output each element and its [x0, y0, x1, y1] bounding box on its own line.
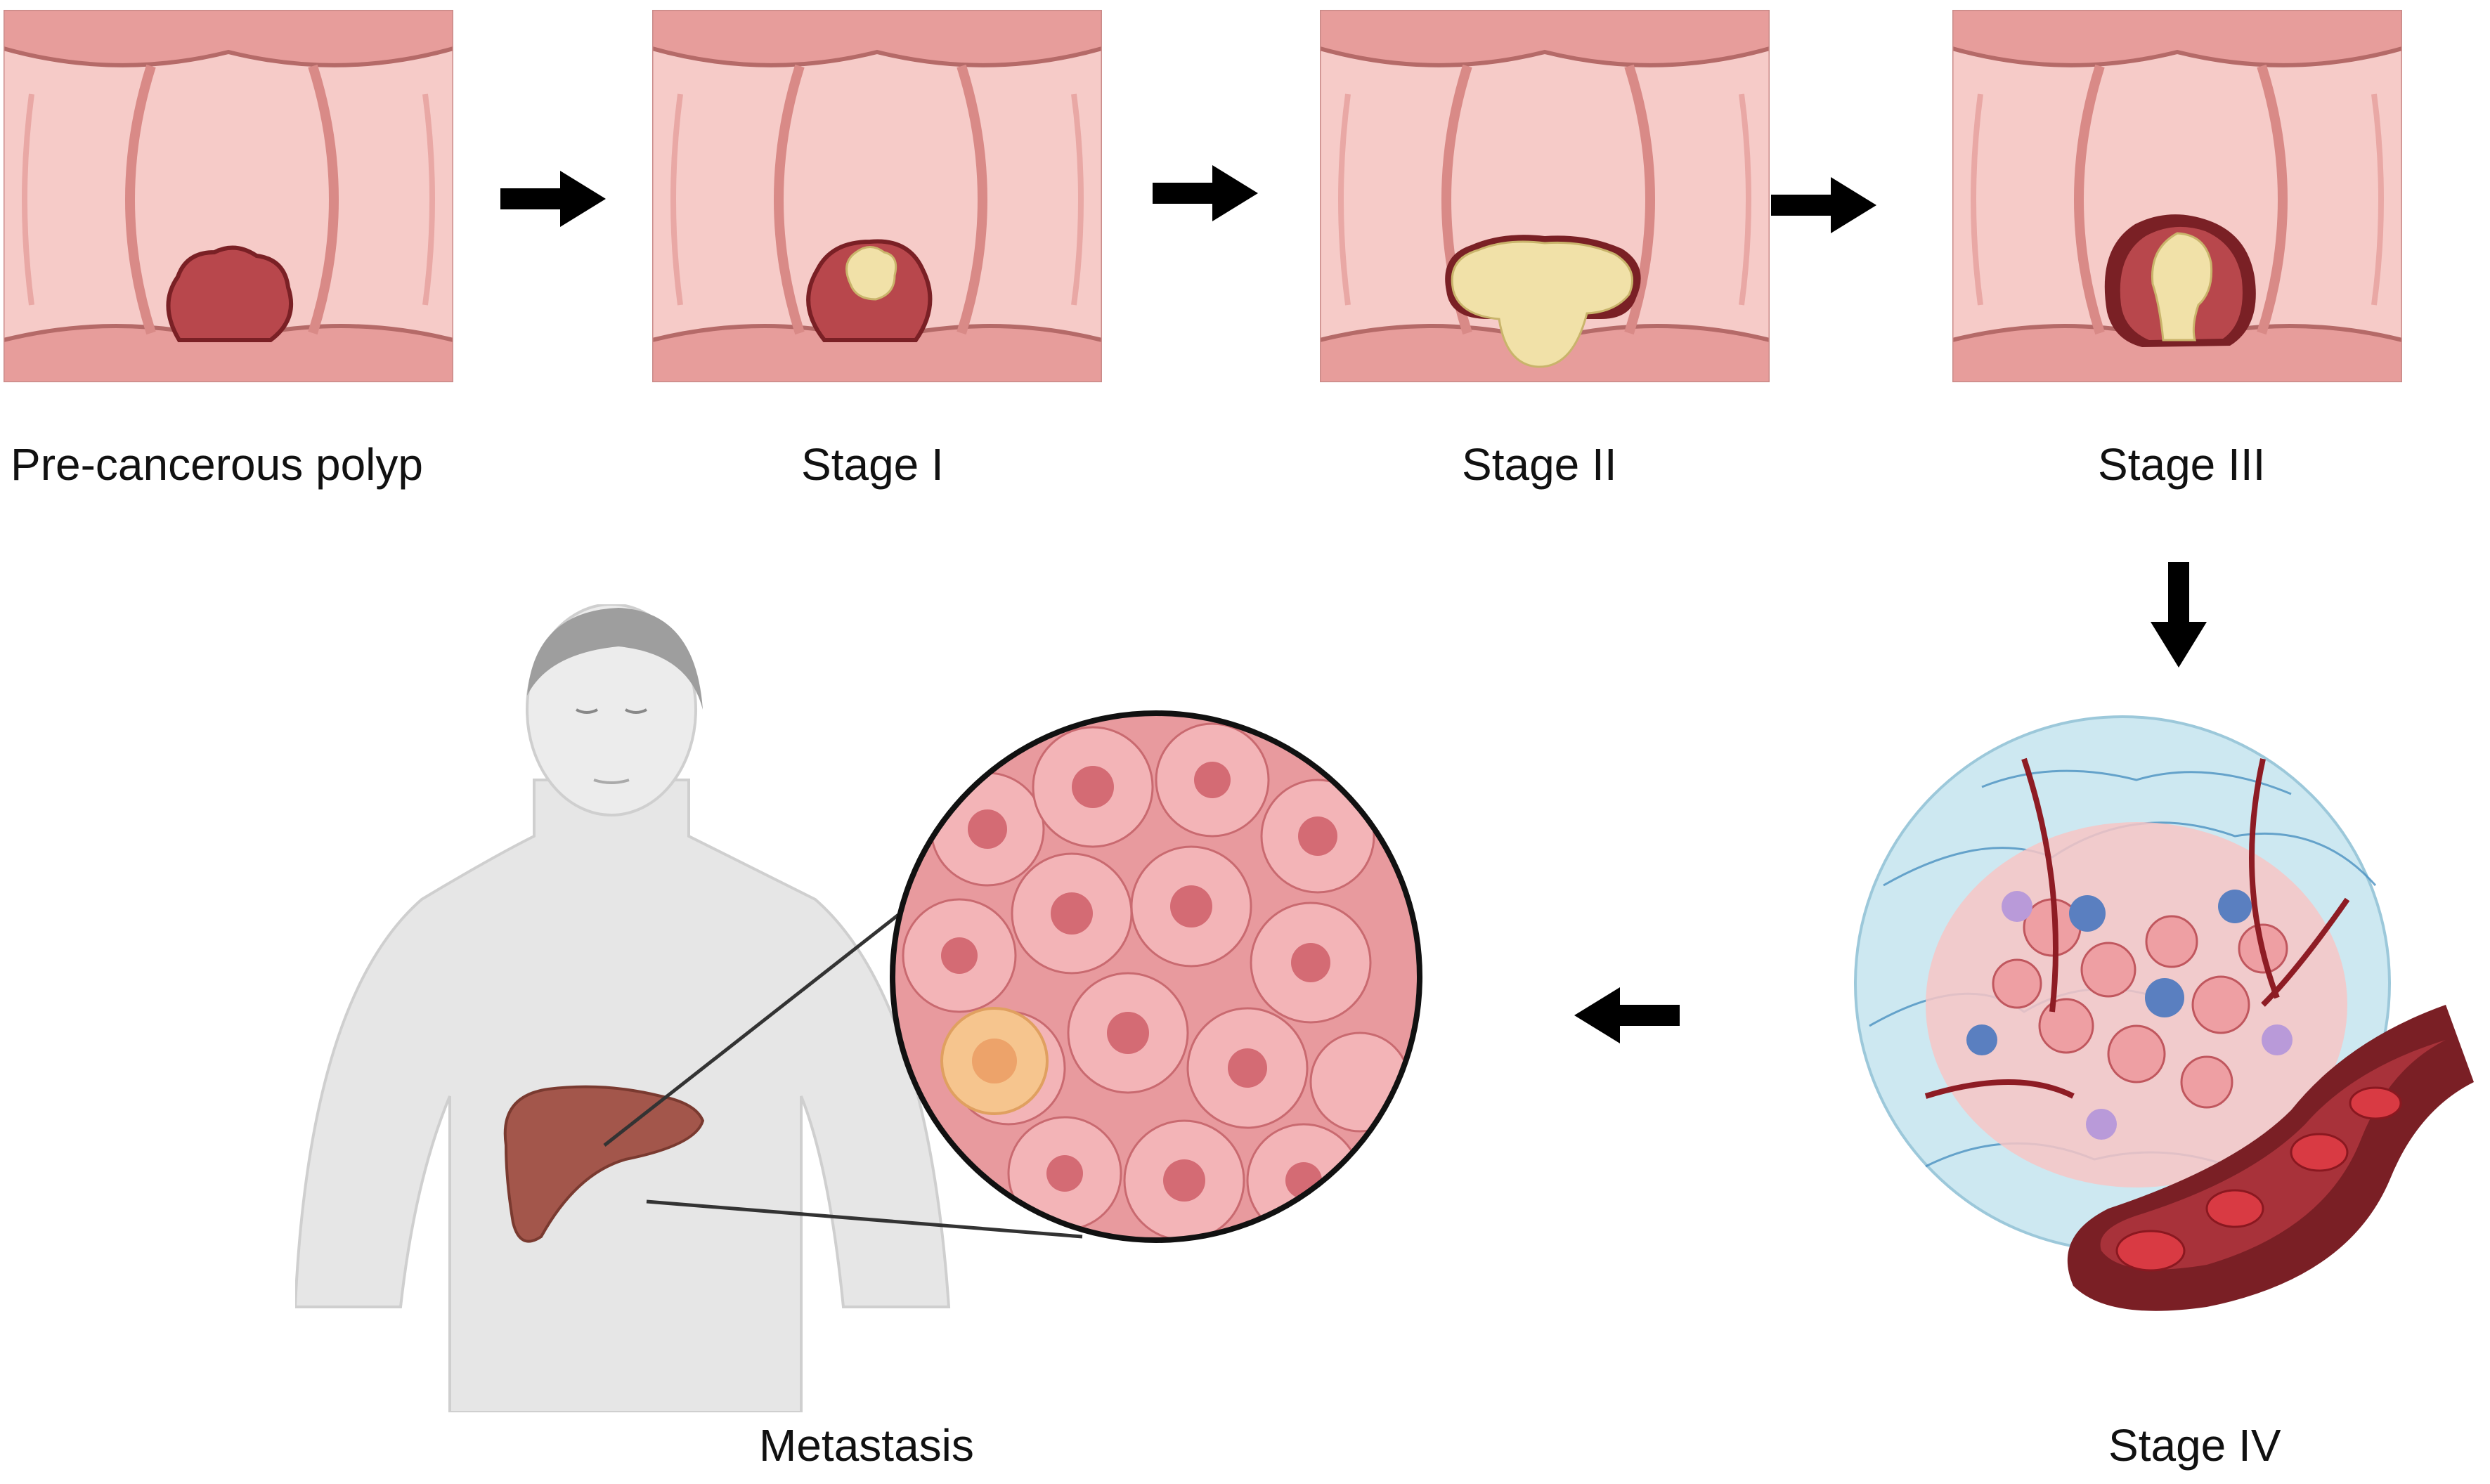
panel-stage-4: [1841, 675, 2488, 1349]
tumor-shape: [1451, 240, 1633, 368]
arrow-down-icon: [2151, 562, 2207, 668]
label-metastasis: Metastasis: [759, 1420, 974, 1471]
human-body: [295, 604, 970, 1412]
cell-magnification: [882, 703, 1430, 1251]
tumor-shape: [845, 246, 897, 301]
panel-stage-3: [1952, 10, 2402, 382]
liver-shape: [503, 1085, 705, 1243]
tumor-shape: [2151, 232, 2213, 341]
panel-precancerous-polyp: [4, 10, 453, 382]
label-stage-3: Stage III: [2098, 439, 2266, 490]
arrow-left-icon: [1574, 987, 1680, 1043]
panel-stage-2: [1320, 10, 1770, 382]
label-stage-2: Stage II: [1462, 439, 1617, 490]
polyp-shape: [166, 245, 294, 342]
label-stage-4: Stage IV: [2108, 1420, 2281, 1471]
label-precancerous-polyp: Pre-cancerous polyp: [11, 439, 423, 490]
label-stage-1: Stage I: [801, 439, 944, 490]
panel-stage-1: [652, 10, 1102, 382]
